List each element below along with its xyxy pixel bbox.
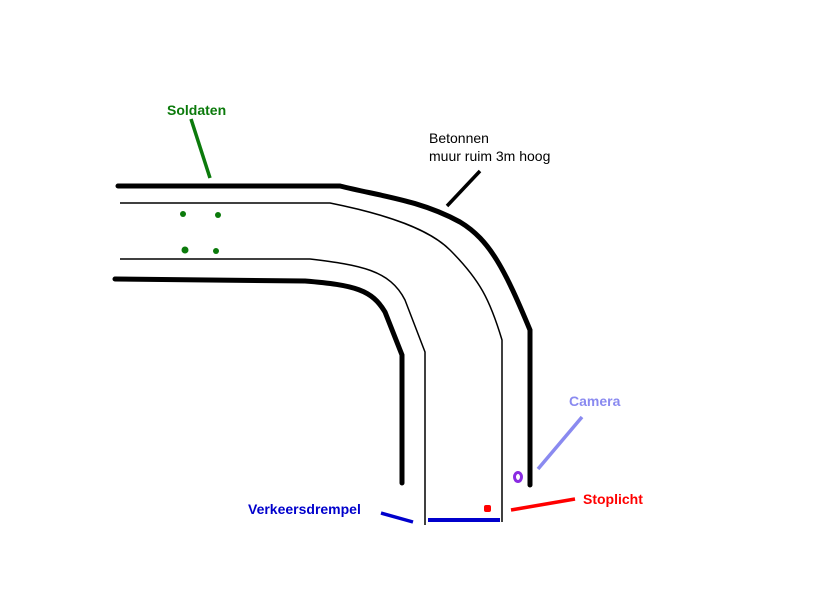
road-edge-inner [120, 258, 426, 525]
wall-label-line2: muur ruim 3m hoog [429, 148, 550, 164]
concrete-wall-inner [112, 276, 405, 486]
verkeersdrempel-pointer [380, 511, 414, 524]
soldier-icon [180, 211, 186, 217]
stoplicht-label: Stoplicht [583, 491, 643, 507]
verkeersdrempel-label: Verkeersdrempel [248, 501, 361, 517]
camera-label: Camera [569, 393, 621, 409]
soldier-icon [213, 248, 219, 254]
camera-pointer [536, 415, 584, 471]
stoplicht-pointer [510, 497, 576, 512]
concrete-wall-outer [115, 183, 533, 488]
wall-pointer [445, 169, 482, 208]
road-edge-outer [120, 202, 503, 522]
camera-icon [513, 471, 523, 483]
soldaten-label: Soldaten [167, 102, 226, 118]
soldier-icon [181, 246, 189, 254]
wall-label-line1: Betonnen [429, 130, 489, 146]
stoplight-icon [484, 505, 491, 512]
soldier-icon [215, 212, 221, 218]
soldaten-pointer [189, 118, 212, 179]
